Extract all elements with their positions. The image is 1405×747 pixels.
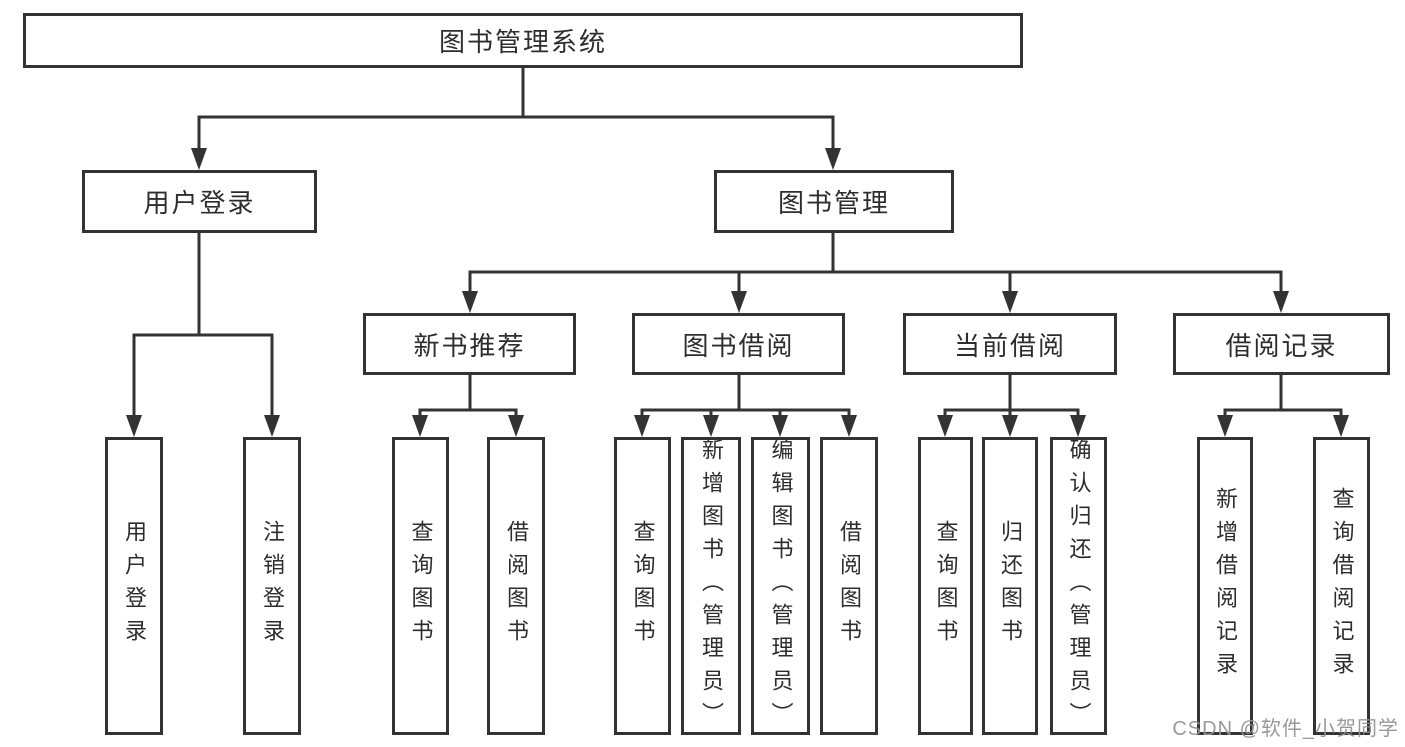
leaf-label: 查询图书 (408, 520, 434, 652)
leaf-query-books-borrow: 查询图书 (614, 437, 671, 735)
leaf-borrow-books-recommend: 借阅图书 (487, 437, 545, 735)
node-current-borrowing: 当前借阅 (903, 313, 1117, 375)
node-new-book-recommend: 新书推荐 (363, 313, 576, 375)
leaf-logout: 注销登录 (243, 437, 301, 735)
leaf-user-login: 用户登录 (105, 437, 163, 735)
node-label: 图书管理系统 (438, 27, 607, 57)
leaf-label: 借阅图书 (837, 520, 862, 652)
node-label: 借阅记录 (1225, 330, 1338, 361)
node-label: 图书管理 (777, 188, 890, 218)
leaf-label: 查询图书 (630, 520, 656, 652)
node-book-management: 图书管理 (714, 170, 954, 233)
leaf-label: 编辑图书（管理员） (768, 437, 794, 735)
leaf-add-book-admin: 新增图书（管理员） (681, 437, 741, 735)
csdn-watermark: CSDN @软件_小贺同学 (1172, 718, 1399, 740)
leaf-label: 查询借阅记录 (1329, 487, 1355, 685)
leaf-query-books-recommend: 查询图书 (392, 437, 449, 735)
leaf-label: 确认归还（管理员） (1066, 437, 1092, 735)
leaf-label: 注销登录 (260, 520, 285, 652)
node-book-borrowing: 图书借阅 (632, 313, 845, 375)
leaf-label: 借阅图书 (504, 520, 529, 652)
arrowheads (126, 148, 1349, 437)
node-label: 图书借阅 (682, 330, 795, 361)
node-label: 新书推荐 (413, 330, 526, 361)
node-library-management-system: 图书管理系统 (23, 13, 1023, 68)
node-user-login: 用户登录 (82, 170, 317, 233)
leaf-query-borrow-record: 查询借阅记录 (1313, 437, 1370, 735)
leaf-edit-book-admin: 编辑图书（管理员） (751, 437, 810, 735)
node-label: 当前借阅 (953, 330, 1066, 361)
node-borrowing-records: 借阅记录 (1173, 313, 1390, 375)
leaf-return-book: 归还图书 (982, 437, 1038, 735)
leaf-borrow-books: 借阅图书 (820, 437, 878, 735)
leaf-query-books-current: 查询图书 (918, 437, 973, 735)
leaf-label: 用户登录 (122, 520, 147, 652)
leaf-label: 归还图书 (998, 520, 1023, 652)
leaf-label: 新增图书（管理员） (699, 437, 724, 735)
leaf-add-borrow-record: 新增借阅记录 (1197, 437, 1253, 735)
leaf-confirm-return-admin: 确认归还（管理员） (1050, 437, 1107, 735)
leaf-label: 查询图书 (933, 520, 959, 652)
node-label: 用户登录 (143, 188, 256, 218)
leaf-label: 新增借阅记录 (1213, 487, 1238, 685)
